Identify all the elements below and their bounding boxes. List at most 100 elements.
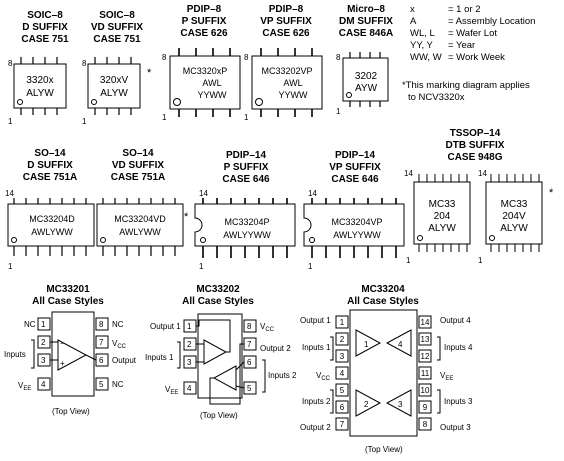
svg-text:6: 6 [99,356,104,365]
svg-text:MC3320xP: MC3320xP [183,66,228,76]
pin-number-box [335,332,349,346]
pdip14-p-header: PDIP–14 P SUFFIX CASE 646 [222,150,270,185]
svg-text:5: 5 [247,384,252,393]
svg-text:1: 1 [199,262,204,271]
svg-text:All Case Styles: All Case Styles [32,296,104,307]
svg-text:(Top View): (Top View) [52,407,90,416]
svg-text:MC33204D: MC33204D [29,214,75,224]
svg-text:PDIP–14: PDIP–14 [335,150,375,161]
svg-text:MC33: MC33 [429,199,456,210]
pin-number: 7 [340,420,345,429]
svg-text:PDIP–14: PDIP–14 [226,150,266,161]
pin-number: 13 [421,335,430,344]
svg-text:3: 3 [41,356,46,365]
svg-text:2: 2 [364,400,369,409]
pin1-dot-icon [11,237,17,243]
svg-text:1: 1 [308,262,313,271]
svg-text:x: x [410,4,415,15]
svg-text:CASE 751A: CASE 751A [111,172,165,183]
svg-text:VCC: VCC [112,339,127,350]
svg-text:CASE 751: CASE 751 [93,34,141,45]
pin-number: 5 [340,386,345,395]
so14-vd-header: SO–14 VD SUFFIX CASE 751A [111,148,165,183]
svg-text:3320x: 3320x [26,75,53,86]
svg-text:4: 4 [398,340,403,349]
pdip8-vp-package: MC33202VP AWL YYWW 8 1 [244,48,323,122]
svg-text:VP SUFFIX: VP SUFFIX [329,162,381,173]
svg-text:*: * [147,67,152,79]
svg-text:to NCV3320x: to NCV3320x [408,92,465,103]
svg-text:MC33204VD: MC33204VD [114,214,166,224]
pin1-dot-icon [309,237,315,243]
svg-text:Inputs 4: Inputs 4 [444,343,473,352]
pin-number-box [418,366,432,380]
svg-text:P SUFFIX: P SUFFIX [182,16,227,27]
svg-text:CASE 948G: CASE 948G [447,152,502,163]
svg-text:CASE 626: CASE 626 [180,28,228,39]
svg-text:VEE: VEE [18,381,31,392]
svg-text:ALYW: ALYW [100,88,128,99]
svg-text:(Top View): (Top View) [365,445,403,454]
svg-text:WL, L: WL, L [410,28,435,39]
svg-text:1: 1 [364,340,369,349]
pin-number: 9 [423,403,428,412]
svg-text:5: 5 [99,380,104,389]
svg-text:= Year: = Year [448,40,475,51]
svg-text:−: − [60,339,65,348]
svg-text:14: 14 [199,189,208,198]
pin-number-box [335,383,349,397]
svg-text:8: 8 [247,322,252,331]
pin-number: 4 [340,369,345,378]
svg-text:Output 2: Output 2 [300,423,331,432]
pin-number-box [418,332,432,346]
svg-text:8: 8 [162,53,167,62]
svg-text:14: 14 [5,189,14,198]
opamp-symbol-icon [57,339,88,371]
soic8-d-header: SOIC–8 D SUFFIX CASE 751 [21,10,69,45]
pin1-dot-icon [100,237,106,243]
pin-number-box [418,383,432,397]
svg-text:YYWW: YYWW [198,90,228,100]
opamp-symbol-icon [385,329,412,357]
svg-text:MC33204VP: MC33204VP [331,217,382,227]
svg-text:1: 1 [244,113,249,122]
svg-text:7: 7 [99,338,104,347]
svg-text:YYWW: YYWW [279,90,309,100]
svg-text:ALYW: ALYW [500,223,528,234]
svg-text:14: 14 [478,169,487,178]
svg-text:*This marking diagram applies: *This marking diagram applies [402,80,530,91]
svg-text:VEE: VEE [440,371,453,382]
pin-number-box [418,315,432,329]
svg-text:SOIC–8: SOIC–8 [27,10,63,21]
pin1-dot-icon [255,98,263,106]
svg-text:3: 3 [187,358,192,367]
svg-text:Inputs 1: Inputs 1 [145,353,174,362]
pin-number-box [335,349,349,363]
svg-text:MC33202: MC33202 [196,284,240,295]
svg-text:7: 7 [247,340,252,349]
pin1-dot-icon [91,99,97,105]
svg-text:VCC: VCC [316,371,331,382]
mc33202-pinout: MC33202 All Case Styles 12 34 87 65 Outp… [145,284,297,420]
soic8-vd-header: SOIC–8 VD SUFFIX CASE 751 [91,10,144,45]
svg-text:1: 1 [8,262,13,271]
svg-text:8: 8 [8,59,13,68]
svg-text:Micro–8: Micro–8 [347,4,385,15]
pin-number-box [335,315,349,329]
pdip14-vp-header: PDIP–14 VP SUFFIX CASE 646 [329,150,381,185]
pin1-dot-icon [417,235,423,241]
svg-text:MC33202VP: MC33202VP [261,66,312,76]
soic8-vd-package: 320xV ALYW 8 1 * [82,57,152,126]
svg-text:MC33201: MC33201 [46,284,90,295]
pdip8-vp-header: PDIP–8 VP SUFFIX CASE 626 [260,4,312,39]
micro8-header: Micro–8 DM SUFFIX CASE 846A [339,4,394,39]
svg-text:Inputs 1: Inputs 1 [302,343,331,352]
pin-number: 8 [423,420,428,429]
pin1-dot-icon [489,235,495,241]
svg-text:AWL: AWL [202,78,221,88]
svg-text:MC33204P: MC33204P [224,217,269,227]
pin-number-box [335,400,349,414]
opamp-symbol-icon [355,329,382,357]
pdip8-p-package: MC3320xP AWL YYWW 8 1 [162,48,241,122]
pdip8-p-header: PDIP–8 P SUFFIX CASE 626 [180,4,228,39]
